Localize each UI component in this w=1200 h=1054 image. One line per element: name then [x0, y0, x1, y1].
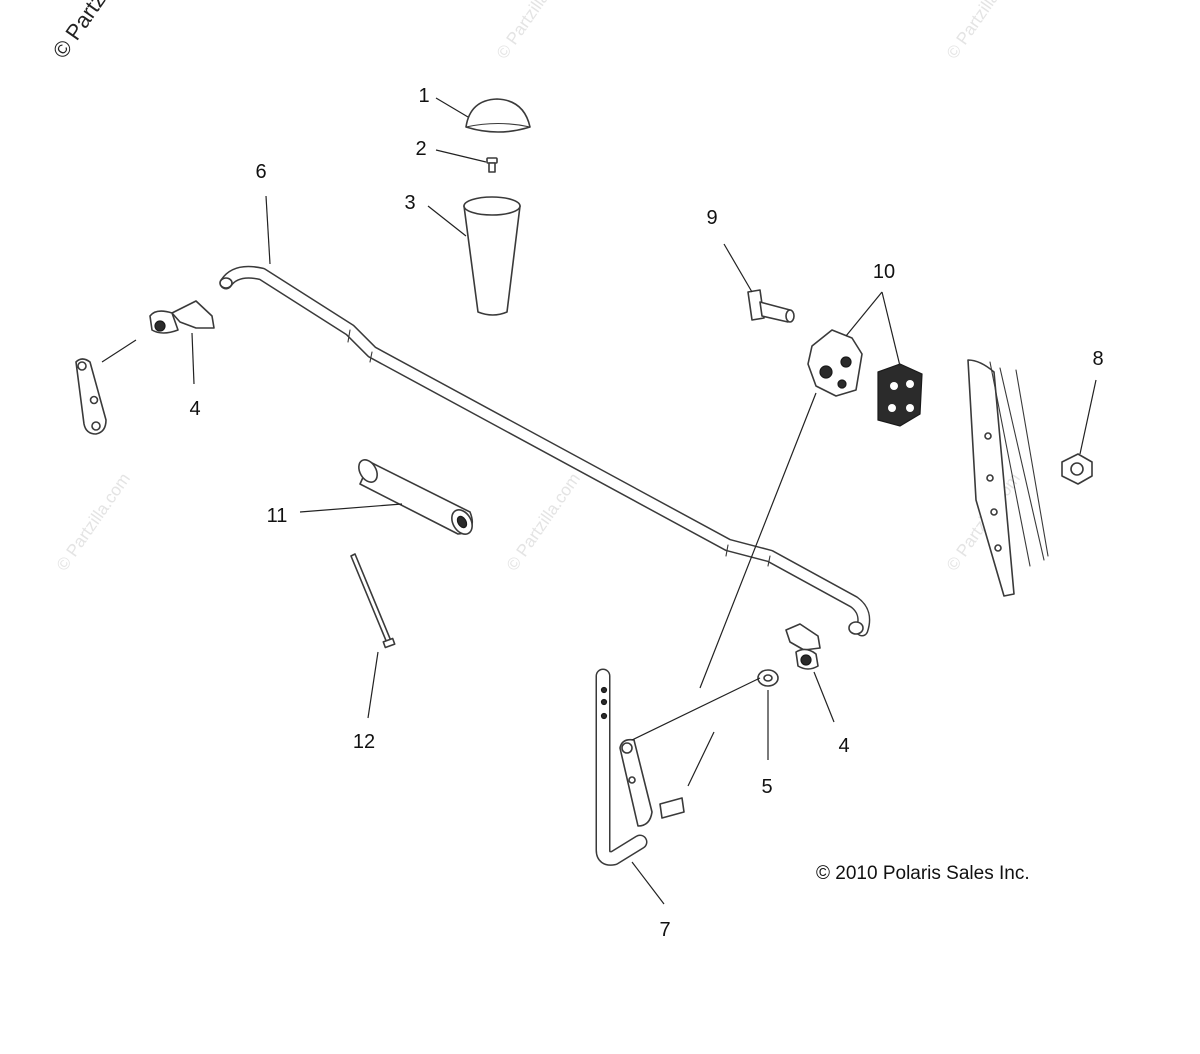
- callout-11: 11: [267, 505, 288, 527]
- watermark: © Partzilla.com: [503, 470, 584, 575]
- callout-10: 10: [873, 261, 895, 283]
- part-10-bushing-b: [877, 363, 923, 427]
- copyright-notice: © 2010 Polaris Sales Inc.: [816, 863, 1030, 884]
- callout-5: 5: [761, 776, 772, 798]
- part-7-pedal-lever: [595, 668, 685, 866]
- part-11-sleeve: [358, 459, 474, 535]
- part-4-clip-right: [785, 623, 821, 670]
- callout-9: 9: [706, 207, 717, 229]
- watermarks: © Partzilla.com © Partzilla.com © Partzi…: [48, 0, 1024, 574]
- watermark: © Partzilla.com: [53, 470, 134, 575]
- part-12-pin: [350, 553, 396, 649]
- part-6-shift-rod: [219, 265, 871, 637]
- mounting-bracket-plate: [967, 359, 1049, 597]
- part-3-shift-knob: [463, 196, 521, 316]
- callout-7: 7: [659, 919, 670, 941]
- callout-4: 4: [838, 735, 849, 757]
- part-5-washer: [757, 669, 779, 687]
- part-2-screw: [486, 157, 498, 173]
- callout-8: 8: [1092, 348, 1103, 370]
- watermark: © Partzilla.com: [943, 0, 1024, 62]
- leader-lines: [101, 97, 1097, 905]
- callout-12: 12: [353, 731, 375, 753]
- part-10-bushing-a: [807, 329, 863, 397]
- callout-2: 2: [415, 138, 426, 160]
- part-1-knob-cap: [465, 98, 531, 133]
- part-9-bolt: [747, 289, 795, 323]
- callout-1: 1: [418, 85, 429, 107]
- part-8-nut: [1061, 453, 1093, 485]
- watermark-corner: © Partz: [48, 0, 111, 63]
- left-lever-arm: [75, 358, 107, 435]
- callout-3: 3: [404, 192, 415, 214]
- callout-4: 4: [189, 398, 200, 420]
- callout-6: 6: [255, 161, 266, 183]
- callouts: 1 2 3 6 4 11 12 9 10 8 4 5 7: [189, 85, 1103, 941]
- part-4-clip-left: [149, 300, 215, 334]
- watermark: © Partzilla.com: [493, 0, 574, 62]
